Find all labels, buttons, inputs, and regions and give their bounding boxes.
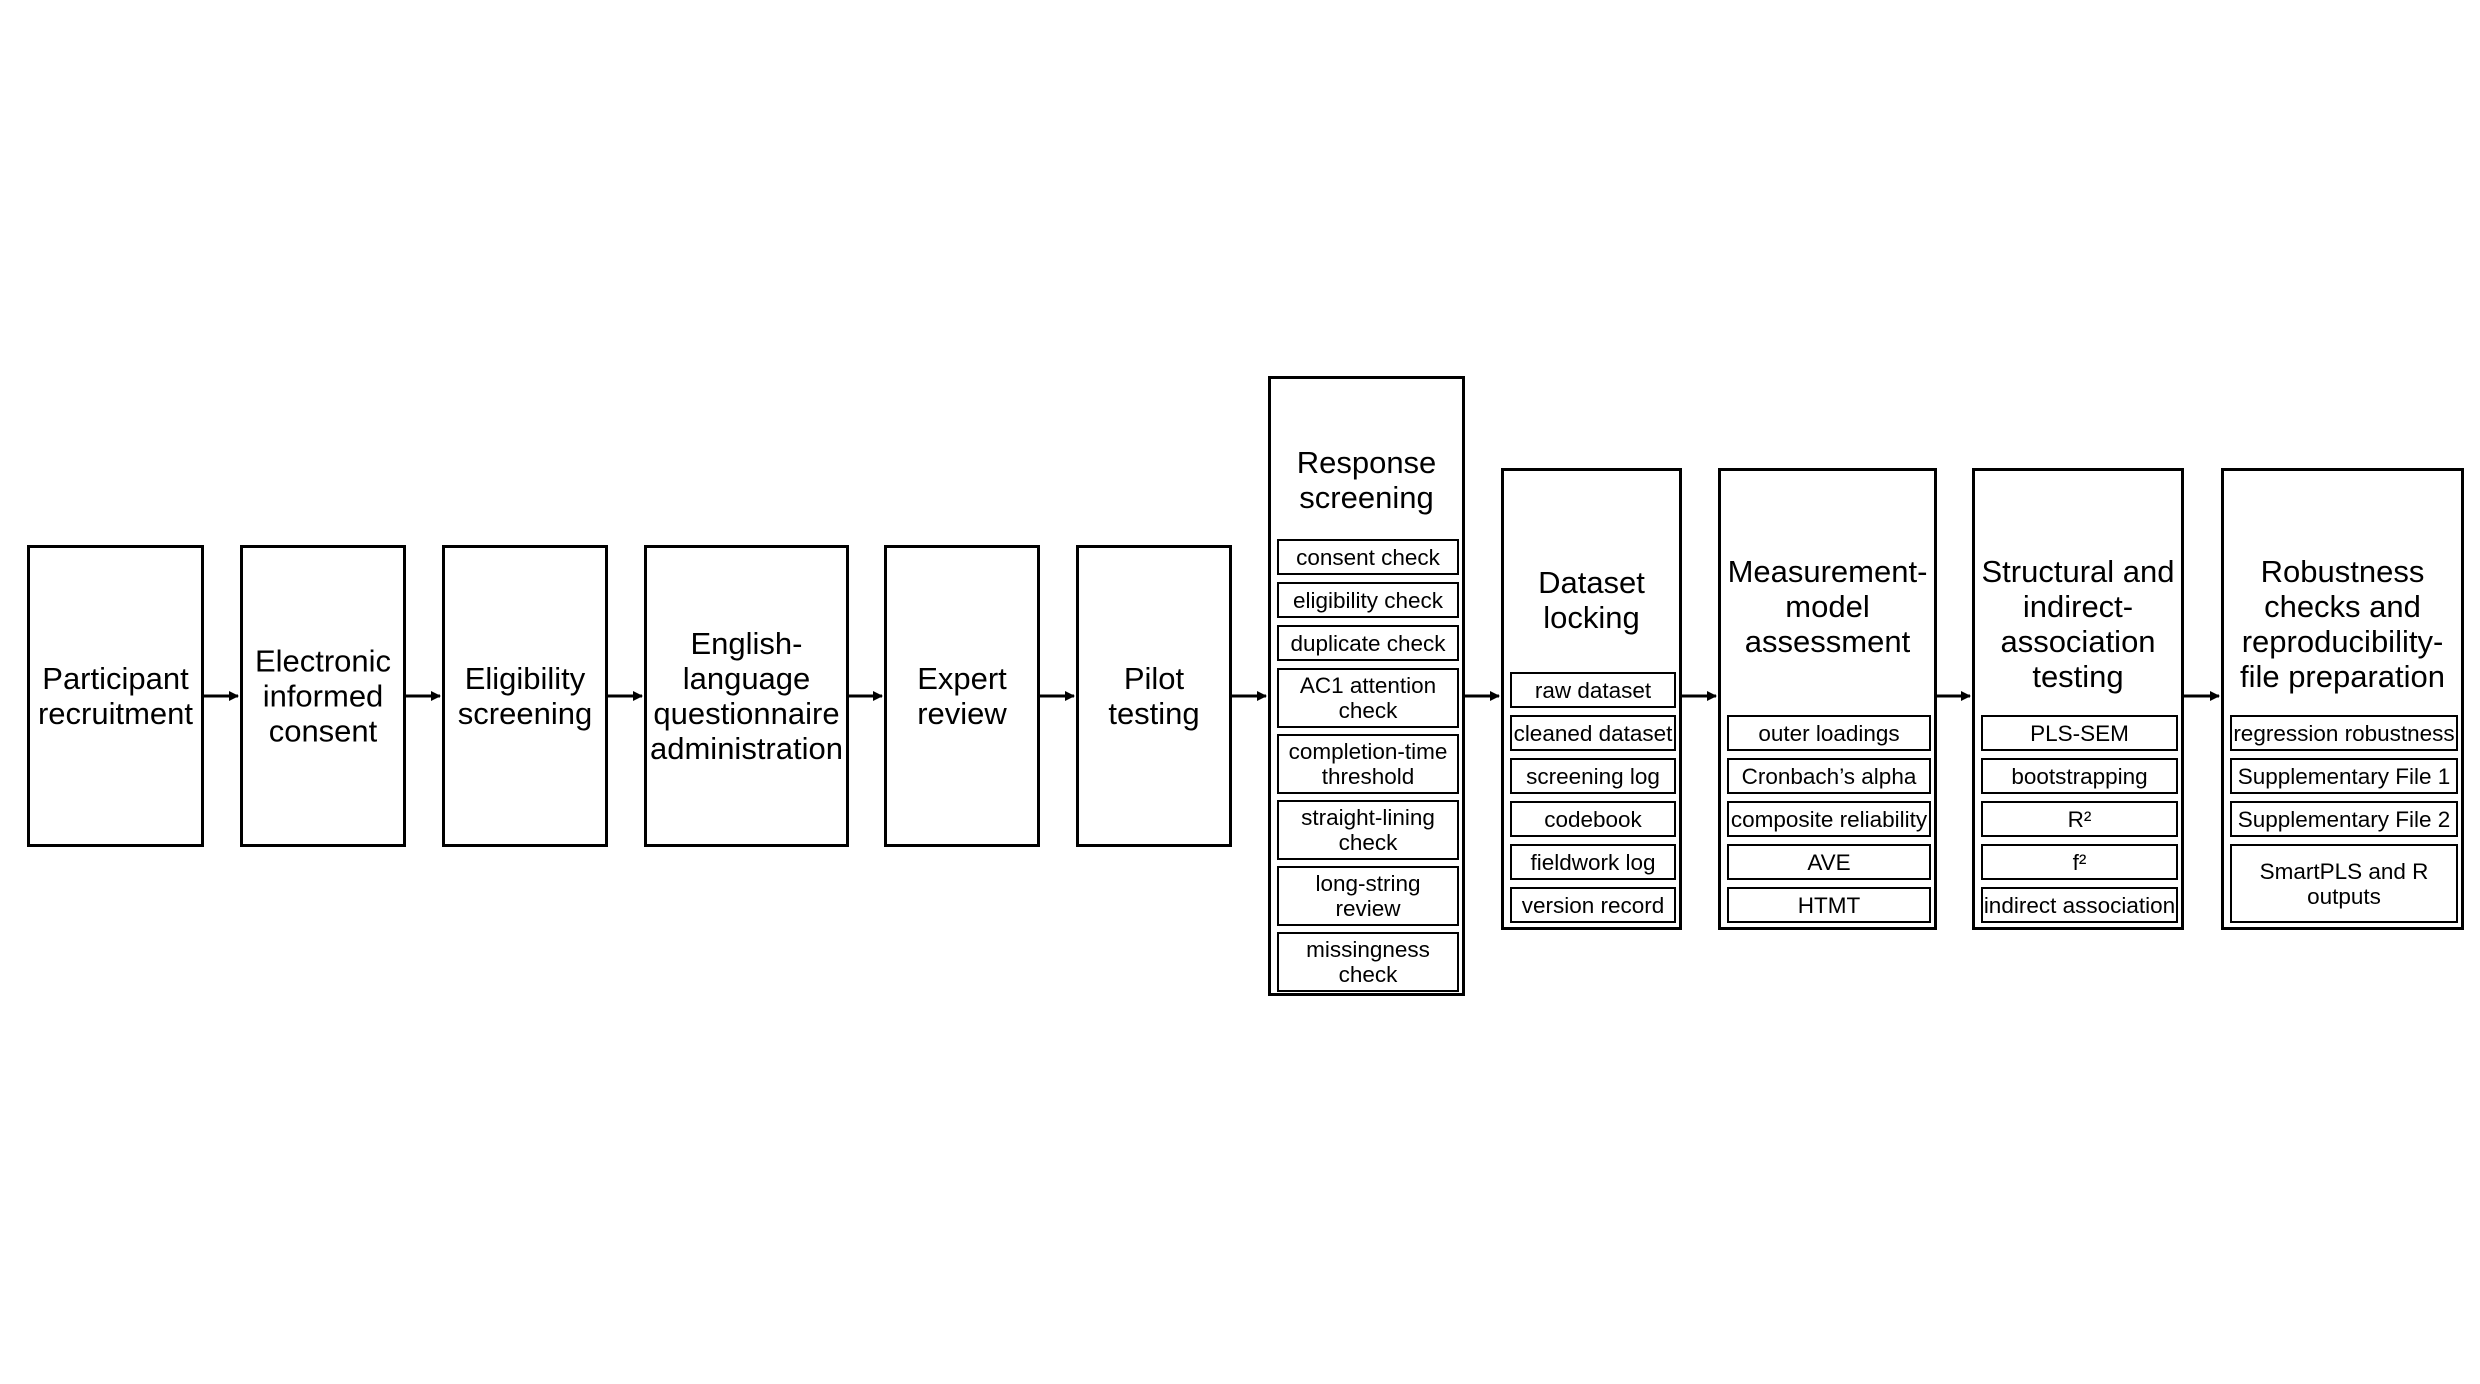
- stage-questionnaire-administration: English- language questionnaire administ…: [644, 545, 849, 847]
- check-item: completion-time threshold: [1277, 734, 1459, 794]
- check-item: long-string review: [1277, 866, 1459, 926]
- check-item: AC1 attention check: [1277, 668, 1459, 728]
- stage-title: Participant recruitment: [37, 661, 194, 731]
- stage-eligibility-screening: Eligibility screening: [442, 545, 608, 847]
- check-item: straight-lining check: [1277, 800, 1459, 860]
- output-item: SmartPLS and R outputs: [2230, 844, 2458, 923]
- assessment-item: composite reliability: [1727, 801, 1931, 837]
- stage-structural-testing: Structural and indirect- association tes…: [1972, 468, 2184, 930]
- dataset-item: version record: [1510, 887, 1676, 923]
- check-item: consent check: [1277, 539, 1459, 575]
- stage-robustness-checks: Robustness checks and reproducibility- f…: [2221, 468, 2464, 930]
- check-item: duplicate check: [1277, 625, 1459, 661]
- assessment-item: Cronbach’s alpha: [1727, 758, 1931, 794]
- assessment-item: HTMT: [1727, 887, 1931, 923]
- stage-expert-review: Expert review: [884, 545, 1040, 847]
- assessment-item: outer loadings: [1727, 715, 1931, 751]
- stage-title: Eligibility screening: [457, 661, 593, 731]
- stage-title: Pilot testing: [1108, 661, 1200, 731]
- stage-title: English- language questionnaire administ…: [650, 626, 843, 766]
- testing-item: PLS-SEM: [1981, 715, 2178, 751]
- stage-participant-recruitment: Participant recruitment: [27, 545, 204, 847]
- dataset-item: codebook: [1510, 801, 1676, 837]
- assessment-item: AVE: [1727, 844, 1931, 880]
- stage-title: Robustness checks and reproducibility- f…: [2239, 554, 2446, 694]
- testing-item: bootstrapping: [1981, 758, 2178, 794]
- output-item: Supplementary File 1: [2230, 758, 2458, 794]
- stage-title: Structural and indirect- association tes…: [1981, 554, 2175, 694]
- stage-title: Measurement- model assessment: [1727, 554, 1928, 659]
- output-item: Supplementary File 2: [2230, 801, 2458, 837]
- testing-item: indirect association: [1981, 887, 2178, 923]
- stage-title: Electronic informed consent: [254, 643, 392, 749]
- dataset-item: fieldwork log: [1510, 844, 1676, 880]
- stage-title: Response screening: [1296, 445, 1437, 515]
- check-item: eligibility check: [1277, 582, 1459, 618]
- stage-response-screening: Response screening consent check eligibi…: [1268, 376, 1465, 996]
- stage-pilot-testing: Pilot testing: [1076, 545, 1232, 847]
- stage-measurement-model-assessment: Measurement- model assessment outer load…: [1718, 468, 1937, 930]
- dataset-item: screening log: [1510, 758, 1676, 794]
- output-item: regression robustness: [2230, 715, 2458, 751]
- stage-electronic-informed-consent: Electronic informed consent: [240, 545, 406, 847]
- stage-title: Dataset locking: [1538, 565, 1645, 635]
- check-item: missingness check: [1277, 932, 1459, 992]
- dataset-item: raw dataset: [1510, 672, 1676, 708]
- testing-item: f²: [1981, 844, 2178, 880]
- testing-item: R²: [1981, 801, 2178, 837]
- dataset-item: cleaned dataset: [1510, 715, 1676, 751]
- stage-title: Expert review: [917, 661, 1007, 731]
- stage-dataset-locking: Dataset locking raw dataset cleaned data…: [1501, 468, 1682, 930]
